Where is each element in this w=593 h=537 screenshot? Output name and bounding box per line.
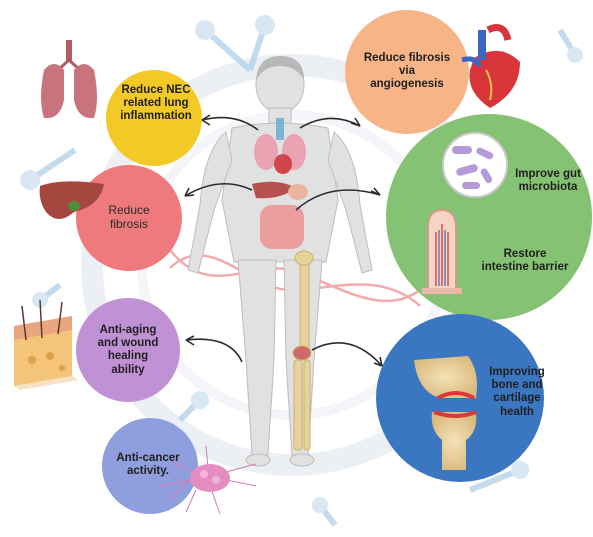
heart-icon bbox=[462, 28, 520, 108]
body-heart-icon bbox=[274, 154, 292, 174]
villus-icon bbox=[422, 210, 462, 294]
bacteria-icon bbox=[443, 133, 507, 197]
body-intestine-icon bbox=[260, 205, 304, 249]
skin-icon bbox=[14, 300, 78, 390]
lungs-icon bbox=[41, 40, 97, 118]
trachea-icon bbox=[276, 118, 284, 140]
